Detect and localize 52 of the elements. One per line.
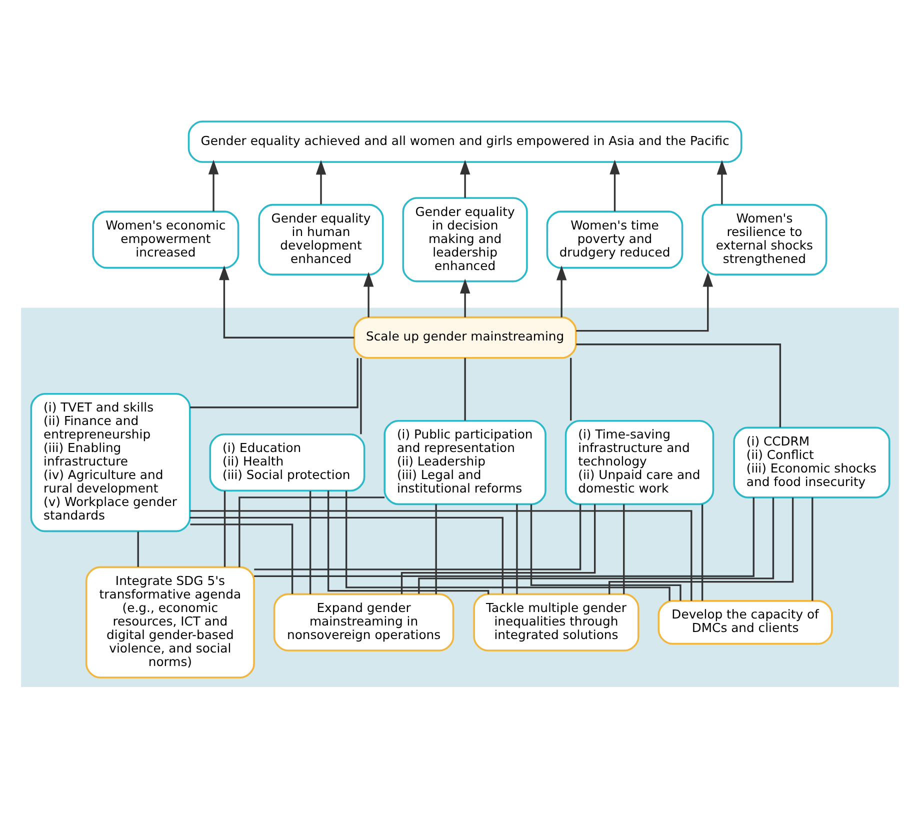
node-box: (i) CCDRM (ii) Conflict (iii) Economic shocks and food insecurity [733, 426, 890, 498]
node-box: Gender equality achieved and all women and girls empowered in Asia and the Pacific [188, 120, 742, 162]
node-box: Expand gender mainstreaming in nonsovereign operations [273, 592, 454, 651]
connector [190, 516, 504, 594]
cluster [21, 307, 899, 687]
arrow [460, 278, 470, 317]
connector [570, 357, 572, 420]
node-box: Women's time poverty and drudgery reduced [546, 210, 684, 268]
node-box: (i) Public participation and representation (ii) Leadership (iii) Legal and institutional reforms [384, 419, 546, 505]
connector [516, 504, 518, 594]
connector [435, 504, 437, 594]
connector [190, 358, 358, 408]
connector [309, 490, 312, 594]
arrow [610, 159, 620, 211]
connector [576, 343, 782, 427]
node-box: Develop the capacity of DMCs and clients [658, 600, 833, 644]
connector [701, 504, 704, 600]
connector [623, 504, 625, 594]
connector [360, 358, 362, 434]
connector [137, 531, 139, 566]
connector [812, 496, 814, 600]
arrow [316, 159, 326, 204]
connector [254, 497, 754, 577]
connector [327, 490, 490, 594]
connector [418, 497, 774, 594]
node-box: (i) Time-saving infrastructure and technology (ii) Unpaid care and domestic work [564, 419, 714, 505]
node-box: Women's economic empowerment increased [92, 210, 240, 268]
node-box: Women's resilience to external shocks strengthened [702, 203, 828, 275]
connector [400, 504, 596, 594]
connector [530, 504, 682, 600]
node-box: Tackle multiple gender inequalities through integrated solutions [473, 592, 640, 651]
node-box: Integrate SDG 5's transformative agenda (e.g., economic resources, ICT and digital gender-based violence, and social norms) [85, 566, 255, 678]
arrow [363, 272, 374, 317]
node-box: (i) Education (ii) Health (iii) Social protection [209, 432, 366, 492]
connector [608, 497, 794, 594]
arrow [716, 159, 728, 204]
connector [190, 510, 692, 600]
arrow [208, 159, 219, 211]
connector [224, 490, 226, 566]
node-box: (i) TVET and skills (ii) Finance and entrepreneurship (iii) Enabling infrastructure (iv) Agriculture and rural development (v) Workplace gender standards [30, 392, 191, 532]
node-box: Gender equality in decision making and leadership enhanced [402, 196, 528, 282]
connector [345, 490, 670, 600]
node-box: Gender equality in human development enhanced [258, 203, 384, 275]
arrow [576, 272, 714, 332]
connector [238, 496, 385, 567]
arrow [219, 264, 354, 338]
connector [254, 504, 582, 570]
arrow [460, 159, 470, 198]
node-box: Scale up gender mainstreaming [353, 316, 577, 358]
connector [464, 357, 466, 420]
connector [190, 523, 294, 594]
arrow [556, 265, 567, 317]
